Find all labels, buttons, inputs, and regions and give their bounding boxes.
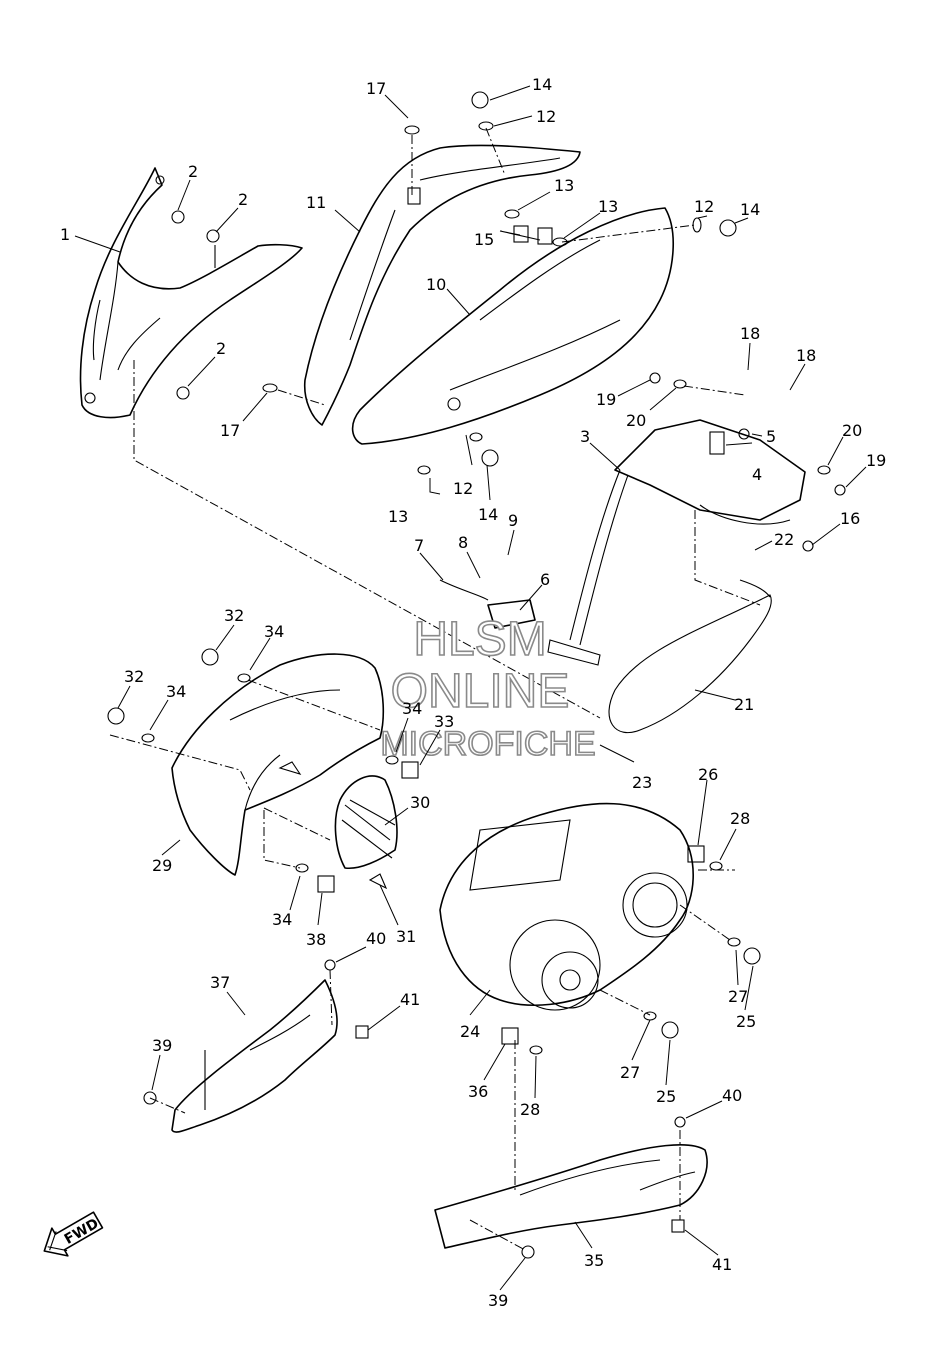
callout-10: 10	[426, 275, 446, 294]
callout-25: 25	[736, 1012, 756, 1031]
callout-32: 32	[124, 667, 144, 686]
callout-6: 6	[540, 570, 550, 589]
part-37-lower-cover	[171, 979, 338, 1133]
callout-12: 12	[694, 197, 714, 216]
callout-17: 17	[220, 421, 240, 440]
callout-24: 24	[460, 1022, 480, 1041]
callout-2: 2	[188, 162, 198, 181]
callout-31: 31	[396, 927, 416, 946]
callout-34: 34	[264, 622, 284, 641]
callout-9: 9	[508, 511, 518, 530]
callout-20: 20	[842, 421, 862, 440]
callout-20: 20	[626, 411, 646, 430]
callout-27: 27	[620, 1063, 640, 1082]
callout-38: 38	[306, 930, 326, 949]
part-30-grille	[334, 775, 398, 870]
callout-5: 5	[766, 427, 776, 446]
callout-41: 41	[712, 1255, 732, 1274]
callout-15: 15	[474, 230, 494, 249]
callout-3: 3	[580, 427, 590, 446]
callout-16: 16	[840, 509, 860, 528]
part-3-4-frame-bracket	[547, 419, 806, 666]
callout-13: 13	[554, 176, 574, 195]
callout-29: 29	[152, 856, 172, 875]
part-21-cable	[608, 579, 772, 734]
part-24-crankcase-cover	[439, 802, 694, 1011]
part-10-side-cover	[351, 207, 674, 445]
callout-34: 34	[402, 699, 422, 718]
callout-13: 13	[598, 197, 618, 216]
callout-12: 12	[453, 479, 473, 498]
forward-direction-badge: FWD	[43, 1211, 104, 1257]
callout-19: 19	[596, 390, 616, 409]
callout-32: 32	[224, 606, 244, 625]
callout-39: 39	[152, 1036, 172, 1055]
callout-12: 12	[536, 107, 556, 126]
leader-lines	[74, 85, 867, 1291]
callout-11: 11	[306, 193, 326, 212]
callout-14: 14	[478, 505, 498, 524]
callout-33: 33	[434, 712, 454, 731]
callout-39: 39	[488, 1291, 508, 1310]
callout-14: 14	[532, 75, 552, 94]
callout-34: 34	[166, 682, 186, 701]
part-1-front-cowl	[79, 167, 303, 419]
watermark-line-1: HLSM	[413, 613, 546, 666]
callout-19: 19	[866, 451, 886, 470]
callout-35: 35	[584, 1251, 604, 1270]
callout-labels: 1 2 2 2 3 4 5 6 7 8 9 10 11 12 12 12 13 …	[60, 75, 886, 1310]
callout-37: 37	[210, 973, 230, 992]
callout-25: 25	[656, 1087, 676, 1106]
watermark-line-3: MICROFICHE	[380, 725, 595, 763]
callout-18: 18	[796, 346, 816, 365]
callout-41: 41	[400, 990, 420, 1009]
callout-34: 34	[272, 910, 292, 929]
callout-36: 36	[468, 1082, 488, 1101]
callout-4: 4	[752, 465, 762, 484]
callout-2: 2	[238, 190, 248, 209]
callout-26: 26	[698, 765, 718, 784]
part-29-inner-cover	[171, 653, 385, 876]
callout-28: 28	[520, 1100, 540, 1119]
callout-2: 2	[216, 339, 226, 358]
callout-18: 18	[740, 324, 760, 343]
part-35-lower-cover	[434, 1144, 708, 1249]
part-11-side-cover	[303, 144, 581, 426]
callout-7: 7	[414, 536, 424, 555]
callout-13: 13	[388, 507, 408, 526]
callout-8: 8	[458, 533, 468, 552]
callout-40: 40	[722, 1086, 742, 1105]
callout-17: 17	[366, 79, 386, 98]
callout-22: 22	[774, 530, 794, 549]
callout-28: 28	[730, 809, 750, 828]
callout-21: 21	[734, 695, 754, 714]
watermark: HLSM ONLINE MICROFICHE	[380, 612, 597, 764]
callout-27: 27	[728, 987, 748, 1006]
callout-23: 23	[632, 773, 652, 792]
callout-1: 1	[60, 225, 70, 244]
callout-40: 40	[366, 929, 386, 948]
watermark-line-2: ONLINE	[391, 665, 570, 718]
callout-30: 30	[410, 793, 430, 812]
assembly-lines	[109, 127, 761, 1251]
callout-14: 14	[740, 200, 760, 219]
